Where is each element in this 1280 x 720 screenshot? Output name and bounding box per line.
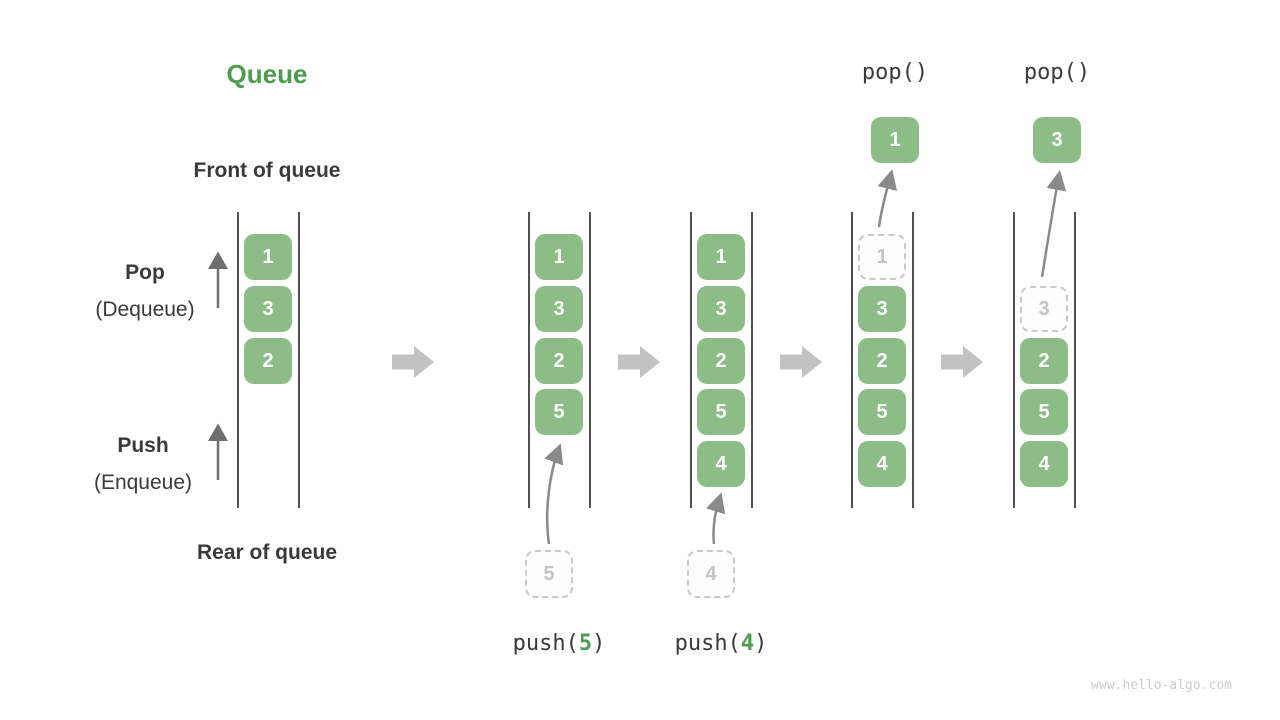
queue-slot-3: 3 — [535, 286, 583, 332]
pop-side-label: Pop (Dequeue) — [55, 254, 235, 328]
push-5-arrow-icon — [544, 443, 564, 545]
pop-call-label: pop() — [861, 60, 929, 85]
queue-right-rail — [1074, 212, 1076, 508]
pop-side-label-sub: (Dequeue) — [95, 298, 195, 321]
pop-call-label: pop() — [1023, 60, 1091, 85]
queue-slot-5: 5 — [697, 389, 745, 435]
push-call-close: ) — [592, 631, 606, 656]
queue-left-rail — [1013, 212, 1015, 508]
front-of-queue-label: Front of queue — [193, 159, 341, 182]
queue-slot-1: 1 — [697, 234, 745, 280]
push-call-fn: push( — [674, 631, 741, 656]
queue-left-rail — [237, 212, 239, 508]
pop-1-arrow-icon — [877, 169, 898, 228]
queue-slot-5: 5 — [858, 389, 906, 435]
popped-value-box-1: 1 — [871, 117, 919, 163]
push-call-fn: push( — [512, 631, 579, 656]
push-call-label: push(4) — [641, 631, 801, 656]
push-call-label: push(5) — [479, 631, 639, 656]
state-transition-arrow-icon — [392, 346, 434, 378]
queue-slot-2: 2 — [1020, 338, 1068, 384]
queue-left-rail — [528, 212, 530, 508]
queue-right-rail — [298, 212, 300, 508]
queue-slot-4: 4 — [1020, 441, 1068, 487]
push-side-label-main: Push — [117, 434, 169, 457]
queue-left-rail — [690, 212, 692, 508]
queue-slot-3: 3 — [697, 286, 745, 332]
push-4-arrow-icon — [706, 492, 726, 545]
queue-slot-1: 1 — [535, 234, 583, 280]
push-side-label: Push (Enqueue) — [53, 427, 233, 501]
queue-slot-1: 1 — [244, 234, 292, 280]
queue-slot-ghost-3: 3 — [1020, 286, 1068, 332]
queue-slot-3: 3 — [858, 286, 906, 332]
state-transition-arrow-icon — [780, 346, 822, 378]
queue-slot-2: 2 — [535, 338, 583, 384]
queue-slot-ghost-1: 1 — [858, 234, 906, 280]
queue-right-rail — [589, 212, 591, 508]
diagram-title: Queue — [226, 59, 308, 89]
queue-slot-3: 3 — [244, 286, 292, 332]
pop-3-arrow-icon — [1040, 170, 1067, 278]
push-call-arg: 5 — [578, 631, 593, 656]
state-transition-arrow-icon — [618, 346, 660, 378]
queue-right-rail — [912, 212, 914, 508]
popped-value-box-3: 3 — [1033, 117, 1081, 163]
queue-left-rail — [851, 212, 853, 508]
staged-value-box-4: 4 — [687, 550, 735, 598]
queue-slot-2: 2 — [244, 338, 292, 384]
watermark: www.hello-algo.com — [1091, 678, 1232, 693]
pop-side-label-main: Pop — [125, 261, 165, 284]
rear-of-queue-label: Rear of queue — [196, 541, 338, 564]
push-side-label-sub: (Enqueue) — [93, 471, 193, 494]
queue-slot-4: 4 — [858, 441, 906, 487]
state-transition-arrow-icon — [941, 346, 983, 378]
queue-slot-2: 2 — [858, 338, 906, 384]
queue-right-rail — [751, 212, 753, 508]
queue-slot-5: 5 — [1020, 389, 1068, 435]
queue-slot-4: 4 — [697, 441, 745, 487]
queue-slot-2: 2 — [697, 338, 745, 384]
push-call-close: ) — [754, 631, 768, 656]
push-call-arg: 4 — [740, 631, 755, 656]
staged-value-box-5: 5 — [525, 550, 573, 598]
queue-slot-5: 5 — [535, 389, 583, 435]
